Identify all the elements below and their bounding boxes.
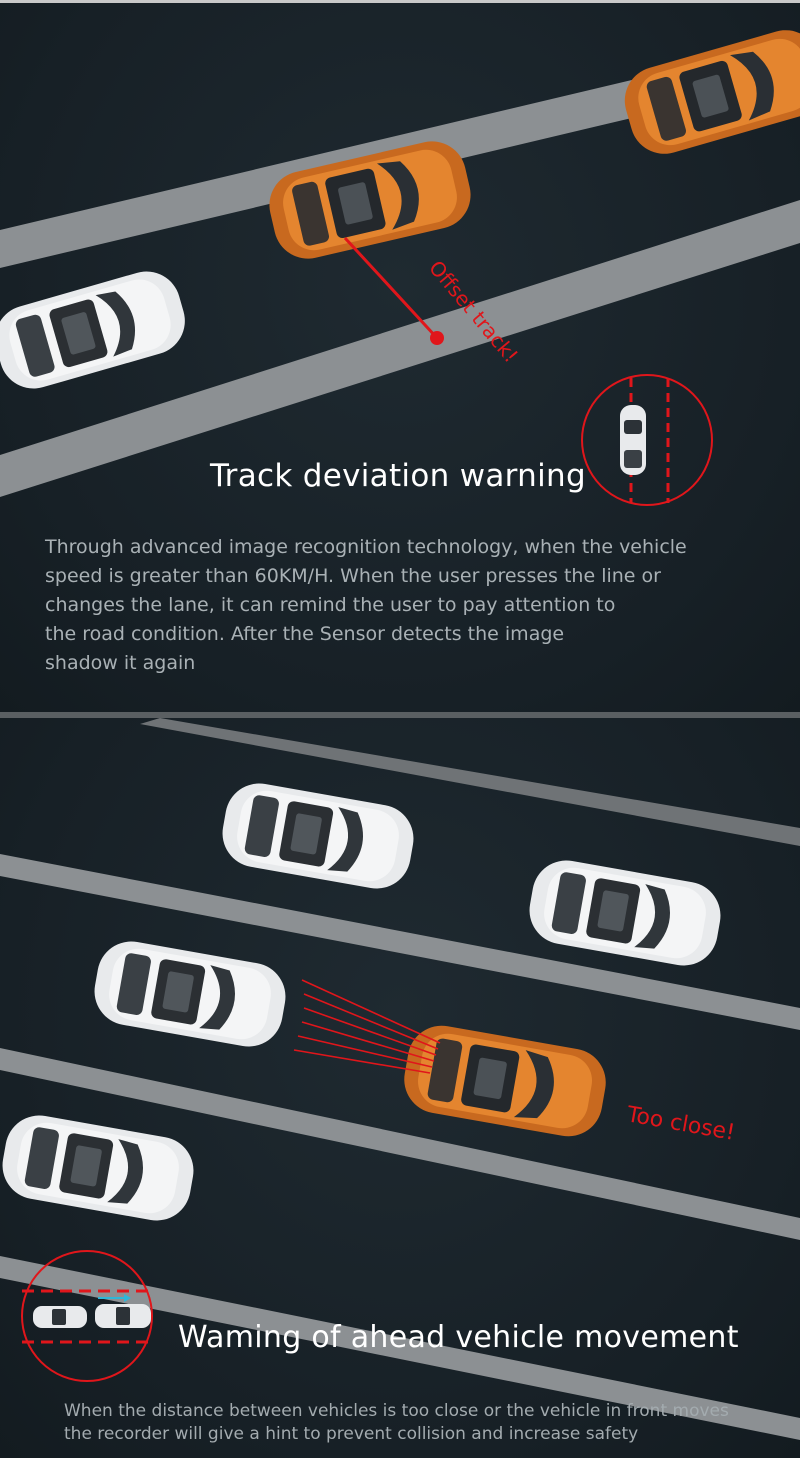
section2-description: When the distance between vehicles is to… (64, 1400, 729, 1446)
description-line: speed is greater than 60KM/H. When the u… (45, 565, 661, 587)
description-line: Through advanced image recognition techn… (45, 536, 687, 558)
too-close-label: Too close! (624, 1102, 737, 1146)
forward-collision-icon (21, 1250, 153, 1382)
description-line: changes the lane, it can remind the user… (45, 594, 616, 616)
distance-beams (293, 979, 441, 1074)
top-edge (0, 0, 800, 3)
white-car (217, 778, 419, 894)
lane-line (0, 200, 800, 497)
section2-heading: Waming of ahead vehicle movement (178, 1320, 739, 1355)
orange-car-distant (616, 22, 800, 162)
lane-departure-panel: Offset track! Track deviation warning Th… (0, 0, 800, 712)
description-line: the recorder will give a hint to prevent… (64, 1424, 639, 1444)
lane-departure-scene: Offset track! (0, 22, 800, 506)
description-line: When the distance between vehicles is to… (64, 1401, 729, 1421)
offset-track-line (343, 236, 439, 340)
forward-collision-panel: Too close! Waming of ahead vehicle movem… (0, 712, 800, 1458)
white-car (524, 855, 726, 971)
section1-description: Through advanced image recognition techn… (45, 533, 687, 678)
description-line: shadow it again (45, 652, 196, 674)
offset-track-dot (430, 331, 444, 345)
description-line: the road condition. After the Sensor det… (45, 623, 565, 645)
lane-line (140, 718, 800, 846)
white-car (0, 263, 193, 397)
lane-line (0, 854, 800, 1030)
lane-departure-icon (581, 374, 713, 506)
lane-line (0, 1048, 800, 1240)
white-car (0, 1110, 199, 1226)
forward-collision-scene: Too close! (0, 718, 800, 1440)
section1-heading: Track deviation warning (210, 458, 586, 494)
white-car (89, 936, 291, 1052)
lane-line (0, 1256, 800, 1440)
